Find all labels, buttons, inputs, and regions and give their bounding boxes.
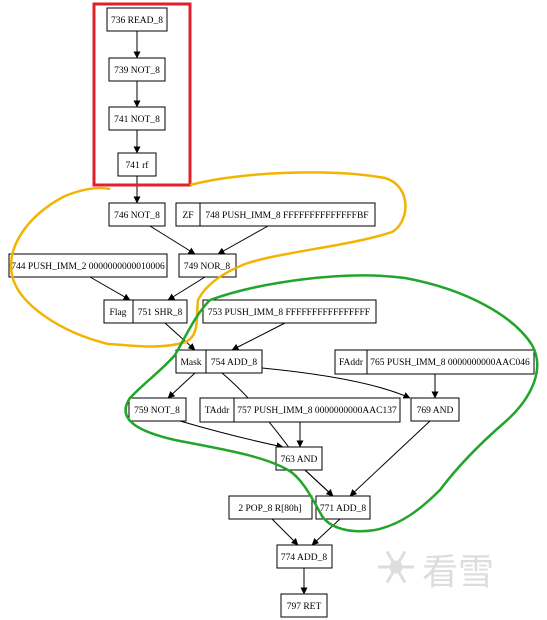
edge-754-771 bbox=[221, 372, 334, 497]
edge-744-751 bbox=[89, 276, 131, 301]
node-751-port-label: Flag bbox=[110, 308, 127, 318]
edge-763-771 bbox=[304, 469, 334, 497]
node-748-push-imm[interactable]: ZF 748 PUSH_IMM_8 FFFFFFFFFFFFFFBF bbox=[175, 202, 376, 227]
node-753-push-imm[interactable]: 753 PUSH_IMM_8 FFFFFFFFFFFFFFFF bbox=[202, 299, 377, 324]
node-757-label: 757 PUSH_IMM_8 0000000000AAC137 bbox=[237, 406, 397, 416]
node-748-port-label: ZF bbox=[182, 211, 193, 221]
node-754-port-label: Mask bbox=[180, 358, 201, 368]
snowflake-icon bbox=[378, 550, 414, 584]
node-749-label: 749 NOR_8 bbox=[184, 262, 230, 272]
node-751-label: 751 SHR_8 bbox=[138, 308, 183, 318]
edge-751-754 bbox=[164, 322, 196, 351]
node-765-label: 765 PUSH_IMM_8 0000000000AAC046 bbox=[370, 358, 530, 368]
node-group: 736 READ_8 739 NOT_8 741 NOT_8 741 rf 74… bbox=[8, 7, 535, 618]
watermark: 看雪 bbox=[378, 550, 494, 593]
node-769-label: 769 AND bbox=[417, 406, 454, 416]
node-757-push-imm[interactable]: TAddr 757 PUSH_IMM_8 0000000000AAC137 bbox=[199, 397, 401, 423]
edge-759-763 bbox=[179, 420, 284, 450]
node-741rf-label: 741 rf bbox=[126, 160, 150, 171]
green-highlight-outline bbox=[124, 274, 539, 533]
node-753-label: 753 PUSH_IMM_8 FFFFFFFFFFFFFFFF bbox=[208, 308, 370, 318]
node-2-pop[interactable]: 2 POP_8 R[80h] bbox=[228, 495, 313, 520]
node-754-label: 754 ADD_8 bbox=[211, 358, 257, 368]
node-769-and[interactable]: 769 AND bbox=[410, 397, 460, 422]
node-736-label: 736 READ_8 bbox=[111, 16, 163, 26]
node-754-add[interactable]: Mask 754 ADD_8 bbox=[175, 349, 263, 374]
edge-749-751 bbox=[167, 276, 206, 301]
node-763-and[interactable]: 763 AND bbox=[275, 446, 323, 471]
node-741-label: 741 NOT_8 bbox=[114, 115, 160, 125]
node-763-label: 763 AND bbox=[281, 455, 318, 465]
node-2pop-label: 2 POP_8 R[80h] bbox=[238, 504, 301, 514]
node-744-label: 744 PUSH_IMM_2 0000000000010006 bbox=[11, 262, 165, 272]
watermark-text: 看雪 bbox=[422, 552, 494, 593]
node-797-label: 797 RET bbox=[287, 602, 322, 612]
edge-group bbox=[89, 31, 439, 595]
node-748-label: 748 PUSH_IMM_8 FFFFFFFFFFFFFFBF bbox=[205, 211, 368, 221]
node-759-not[interactable]: 759 NOT_8 bbox=[128, 397, 187, 422]
edge-754-759 bbox=[167, 372, 196, 399]
node-797-ret[interactable]: 797 RET bbox=[280, 593, 328, 618]
node-741-rf[interactable]: 741 rf bbox=[117, 152, 157, 177]
node-757-port-label: TAddr bbox=[205, 406, 230, 416]
node-746-not[interactable]: 746 NOT_8 bbox=[108, 202, 166, 227]
node-765-push-imm[interactable]: FAddr 765 PUSH_IMM_8 0000000000AAC046 bbox=[334, 349, 535, 375]
yellow-highlight-outline bbox=[9, 171, 407, 348]
node-751-shr[interactable]: Flag 751 SHR_8 bbox=[103, 299, 188, 324]
node-771-add[interactable]: 771 ADD_8 bbox=[315, 495, 371, 520]
node-774-label: 774 ADD_8 bbox=[281, 553, 327, 563]
red-highlight-box bbox=[92, 2, 192, 187]
node-771-label: 771 ADD_8 bbox=[320, 504, 366, 514]
edge-771-774 bbox=[311, 518, 341, 546]
node-739-label: 739 NOT_8 bbox=[114, 66, 160, 76]
node-749-nor[interactable]: 749 NOR_8 bbox=[178, 253, 237, 278]
node-744-push-imm[interactable]: 744 PUSH_IMM_2 0000000000010006 bbox=[8, 253, 168, 278]
edge-pop-774 bbox=[271, 518, 299, 546]
node-765-port-label: FAddr bbox=[339, 358, 364, 368]
edge-746-749 bbox=[149, 225, 196, 255]
node-739-not[interactable]: 739 NOT_8 bbox=[108, 57, 166, 82]
edge-748-749 bbox=[217, 225, 269, 255]
node-759-label: 759 NOT_8 bbox=[134, 406, 180, 416]
node-741-not[interactable]: 741 NOT_8 bbox=[108, 106, 166, 131]
edge-769-771 bbox=[349, 420, 431, 497]
node-774-add[interactable]: 774 ADD_8 bbox=[276, 544, 333, 569]
edge-753-754 bbox=[231, 322, 286, 351]
node-746-label: 746 NOT_8 bbox=[114, 211, 160, 221]
edge-754-769 bbox=[261, 367, 411, 399]
node-736-read[interactable]: 736 READ_8 bbox=[106, 7, 168, 32]
